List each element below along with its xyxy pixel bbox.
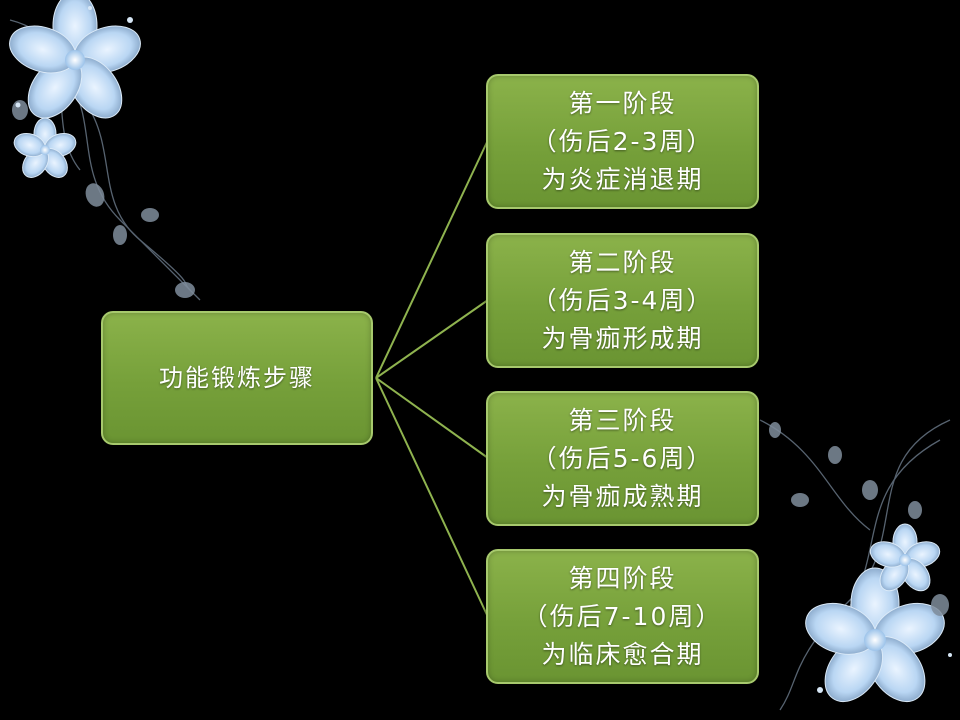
- connector-stage-4: [375, 377, 489, 618]
- connector-stage-2: [375, 299, 489, 379]
- stage-node-1: 第一阶段 （伤后2-3周） 为炎症消退期: [486, 74, 759, 209]
- stage-period: （伤后2-3周）: [531, 126, 714, 156]
- stage-description: 为临床愈合期: [541, 639, 704, 669]
- stage-title: 第二阶段: [568, 247, 677, 277]
- connector-stage-1: [375, 139, 489, 379]
- stage-node-4: 第四阶段 （伤后7-10周） 为临床愈合期: [486, 549, 759, 684]
- stage-description: 为炎症消退期: [541, 164, 704, 194]
- stage-title: 第四阶段: [568, 563, 677, 593]
- stage-node-2: 第二阶段 （伤后3-4周） 为骨痂形成期: [486, 233, 759, 368]
- stage-period: （伤后3-4周）: [531, 285, 714, 315]
- stage-period: （伤后5-6周）: [531, 443, 714, 473]
- stage-period: （伤后7-10周）: [522, 601, 723, 631]
- stage-description: 为骨痂成熟期: [541, 481, 704, 511]
- stage-description: 为骨痂形成期: [541, 323, 704, 353]
- root-node: 功能锻炼步骤: [101, 311, 373, 445]
- stage-node-3: 第三阶段 （伤后5-6周） 为骨痂成熟期: [486, 391, 759, 526]
- connector-stage-3: [375, 377, 489, 459]
- stage-title: 第三阶段: [568, 405, 677, 435]
- stage-title: 第一阶段: [568, 88, 677, 118]
- root-label: 功能锻炼步骤: [159, 364, 315, 392]
